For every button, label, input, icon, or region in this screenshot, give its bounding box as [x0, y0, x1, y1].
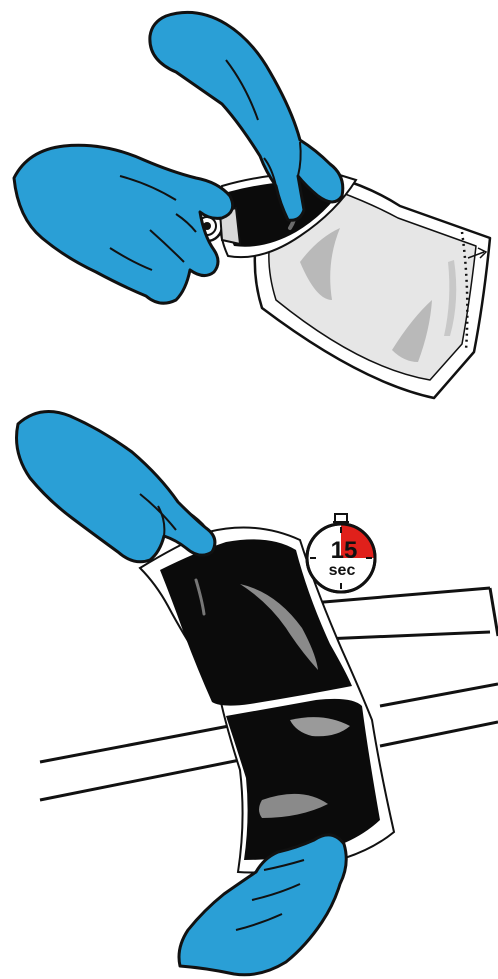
- top-panel: [14, 12, 490, 398]
- top-glove-icon: [17, 412, 215, 562]
- timer-unit: sec: [329, 562, 356, 579]
- bottom-panel: 15 sec: [17, 412, 498, 975]
- left-glove-icon: [14, 145, 233, 303]
- stopwatch-icon: 15 sec: [307, 514, 375, 592]
- timer-number: 15: [331, 537, 358, 564]
